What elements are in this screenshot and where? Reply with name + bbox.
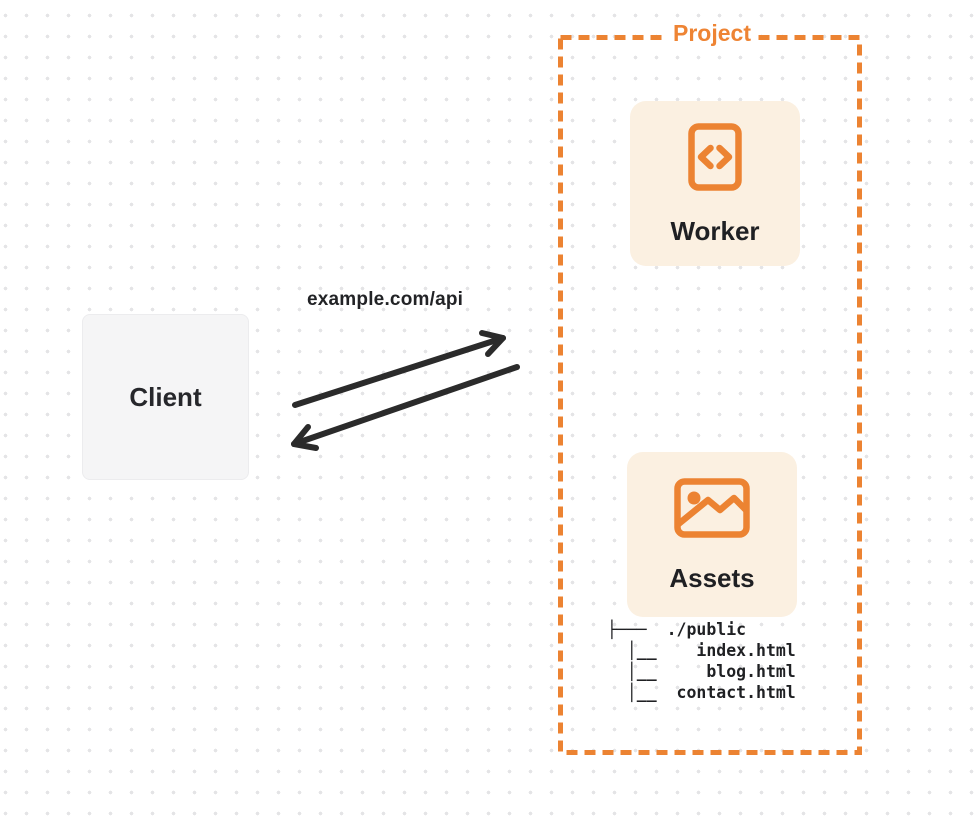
client-node: Client: [82, 314, 249, 480]
client-label: Client: [129, 381, 202, 412]
project-label: Project: [666, 20, 758, 47]
response-arrow: [291, 364, 520, 451]
worker-node: Worker: [630, 101, 800, 266]
code-icon: [688, 123, 742, 191]
file-tree: ├─── ./public │__ index.html │__ blog.ht…: [607, 620, 796, 702]
request-url-label: example.com/api: [307, 289, 464, 310]
assets-node: Assets: [627, 452, 797, 617]
image-icon: [674, 478, 750, 538]
worker-label: Worker: [670, 216, 760, 246]
request-arrow: [292, 330, 506, 408]
assets-label: Assets: [669, 563, 755, 593]
